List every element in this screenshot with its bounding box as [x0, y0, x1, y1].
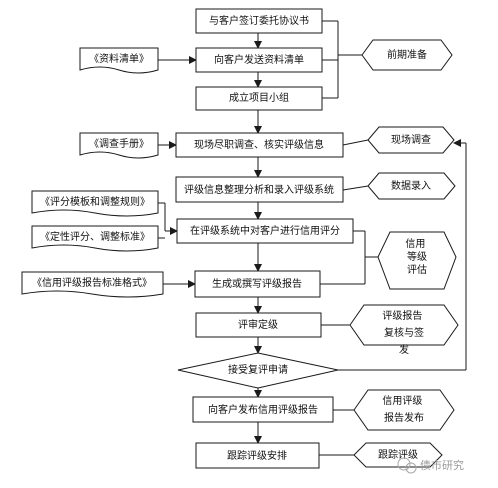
phase-rating-grade-line-3: 评估: [407, 263, 427, 276]
doc-checklist-label: 《资料清单》: [89, 52, 149, 65]
phase-report-publish-line-1: 信用评级: [382, 395, 422, 407]
step-write-report-label: 生成或撰写评级报告: [212, 277, 302, 290]
phase-report-review-line-3: 发: [399, 343, 409, 356]
phase-data-entry-label: 数据录入: [391, 179, 431, 192]
step-onsite-due-diligence-label: 现场尽职调查、核实评级信息: [194, 138, 324, 151]
doc-qualitative-standard: 《定性评分、调整标准》: [31, 225, 159, 252]
step-review: 评审定级: [195, 312, 322, 338]
step-send-checklist: 向客户发送资料清单: [195, 47, 323, 73]
doc-checklist: 《资料清单》: [79, 47, 159, 74]
phase-data-entry: 数据录入: [367, 172, 456, 200]
step-track-rating-label: 跟踪评级安排: [227, 449, 287, 462]
phase-preliminary-label: 前期准备: [387, 48, 427, 61]
phase-onsite-survey: 现场调查: [367, 126, 455, 154]
phase-report-publish-line-2: 报告发布: [384, 411, 424, 424]
phase-tracking: 跟踪评级: [353, 442, 443, 468]
phase-rating-grade: 信用 等级评估: [377, 231, 457, 290]
step-appeal-decision: 接受复评申请: [177, 352, 339, 389]
watermark: 债市研究: [397, 457, 464, 474]
phase-report-publish-label: 信用评级 报告发布: [382, 395, 425, 424]
phase-report-review: 评级报告 复核与签发: [349, 304, 459, 356]
connectors: [158, 20, 467, 456]
step-track-rating: 跟踪评级安排: [195, 442, 320, 469]
doc-model-rules: 《评分模板和调整规则》: [31, 190, 159, 217]
step-credit-rating-label: 在评级系统中对客户进行信用评分: [190, 224, 340, 237]
step-sign-contract: 与客户签订委托协议书: [195, 8, 323, 34]
doc-qualitative-standard-label: 《定性评分、调整标准》: [40, 230, 150, 243]
step-form-team-label: 成立项目小组: [229, 91, 289, 104]
doc-survey-manual-label: 《调查手册》: [89, 137, 149, 150]
doc-report-format: 《信用评级报告标准格式》: [21, 271, 164, 298]
wechat-icon: [397, 457, 411, 471]
phase-report-review-line-2: 复核与签: [384, 326, 424, 339]
phase-tracking-label: 跟踪评级: [378, 448, 418, 461]
step-send-checklist-label: 向客户发送资料清单: [214, 53, 304, 66]
step-form-team: 成立项目小组: [195, 86, 323, 111]
step-credit-rating: 在评级系统中对客户进行信用评分: [176, 218, 354, 244]
phase-rating-grade-line-1: 信用: [405, 238, 425, 250]
phase-rating-grade-line-2: 等级: [407, 250, 427, 263]
step-onsite-due-diligence: 现场尽职调查、核实评级信息: [175, 132, 344, 158]
phase-rating-grade-label: 信用 等级评估: [405, 238, 428, 276]
doc-report-format-label: 《信用评级报告标准格式》: [32, 276, 152, 289]
step-appeal-decision-label: 接受复评申请: [228, 363, 288, 376]
watermark-text: 债市研究: [420, 458, 464, 472]
phase-report-review-label: 评级报告 复核与签发: [382, 309, 425, 356]
step-organize-data: 评级信息整理分析和录入评级系统: [175, 176, 344, 203]
phase-onsite-survey-label: 现场调查: [391, 133, 431, 146]
phase-preliminary: 前期准备: [361, 39, 453, 71]
step-write-report: 生成或撰写评级报告: [194, 270, 321, 298]
step-publish-report-label: 向客户发布信用评级报告: [208, 403, 318, 416]
step-organize-data-label: 评级信息整理分析和录入评级系统: [184, 183, 334, 196]
step-review-label: 评审定级: [238, 318, 278, 331]
step-publish-report: 向客户发布信用评级报告: [192, 396, 334, 423]
doc-survey-manual: 《调查手册》: [79, 132, 159, 159]
phase-report-review-line-1: 评级报告: [382, 309, 422, 322]
doc-model-rules-label: 《评分模板和调整规则》: [40, 195, 150, 208]
wechat-icon-secondary: [405, 462, 417, 474]
step-sign-contract-label: 与客户签订委托协议书: [209, 14, 309, 27]
phase-report-publish: 信用评级 报告发布: [353, 389, 455, 431]
